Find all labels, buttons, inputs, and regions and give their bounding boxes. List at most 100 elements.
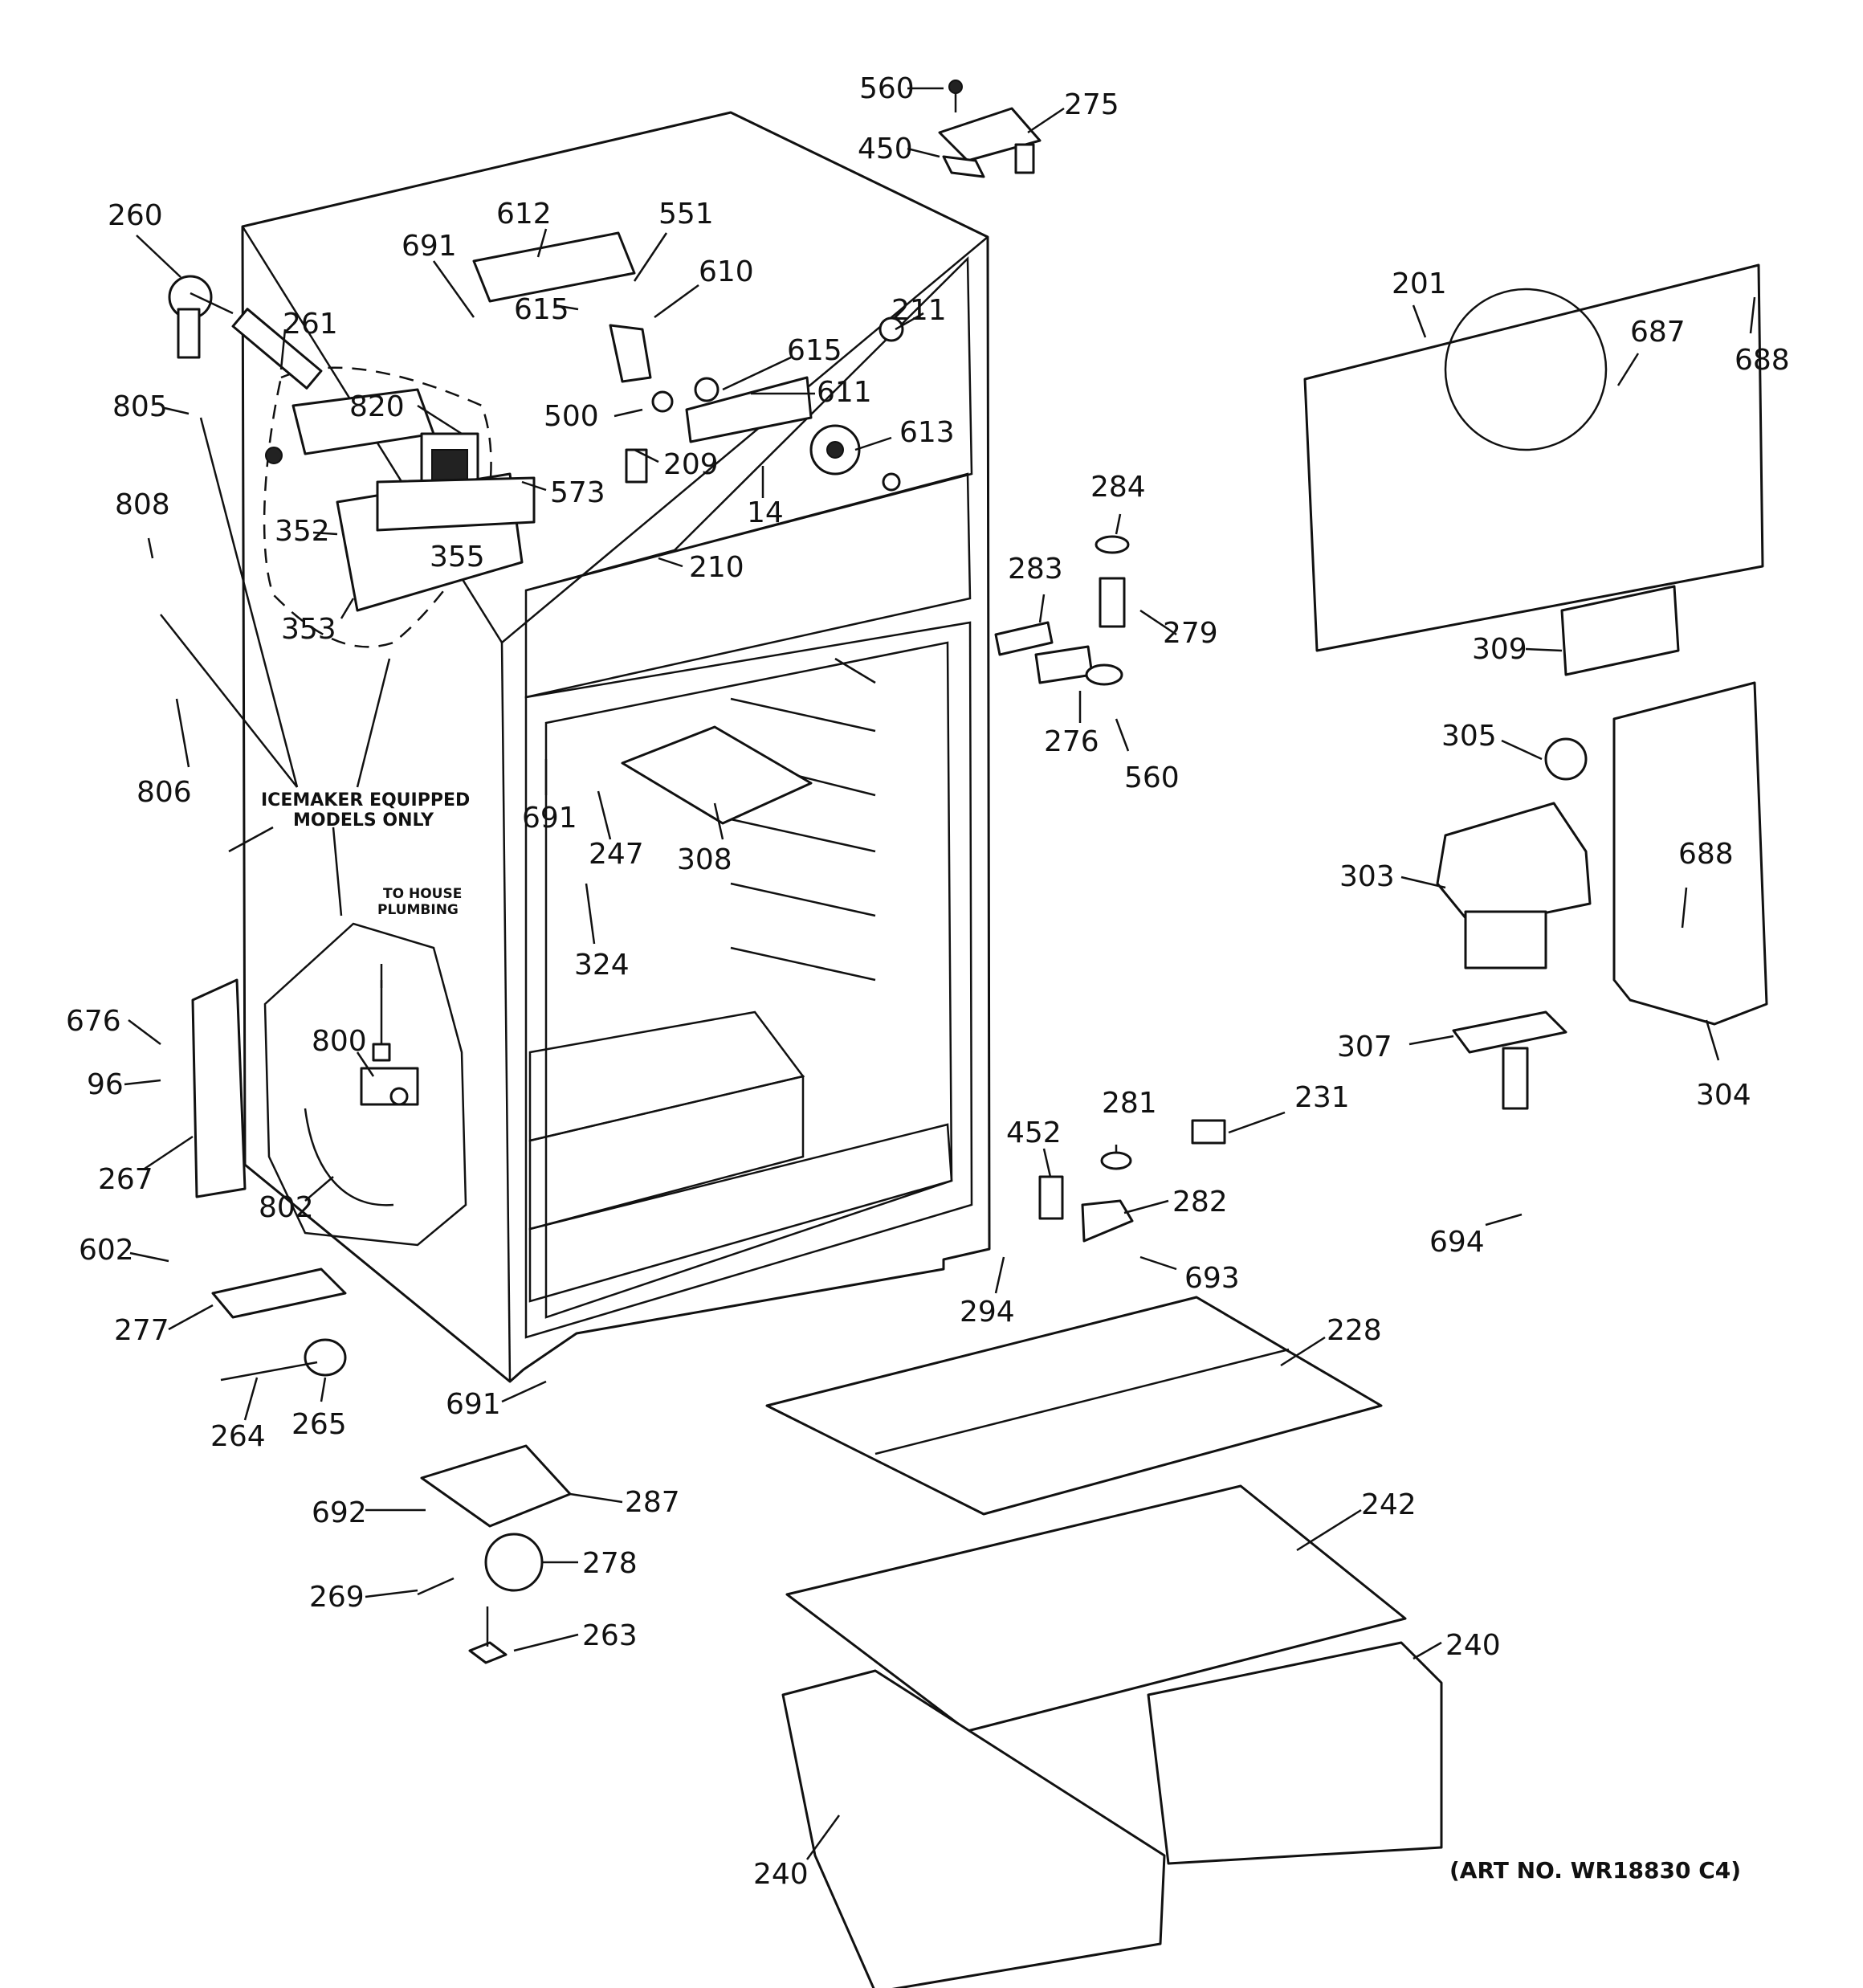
plumbing-note-line2: PLUMBING (377, 902, 459, 918)
callout-59: 691 (446, 1388, 501, 1421)
callout-10: 688 (1735, 344, 1790, 377)
part-307 (1452, 1010, 1567, 1054)
callout-7: 610 (699, 255, 754, 288)
shelf-308 (621, 725, 813, 825)
top-hinge (938, 80, 1042, 178)
callout-34: 560 (1124, 761, 1180, 794)
callout-15: 611 (817, 376, 872, 409)
leveler-plate-287 (420, 1444, 572, 1528)
callout-14: 615 (787, 334, 842, 367)
callout-53: 694 (1429, 1226, 1485, 1259)
callout-9: 201 (1392, 267, 1447, 300)
callout-22: 14 (747, 496, 784, 529)
callout-4: 691 (402, 230, 457, 263)
crisper-drawer-left-240 (781, 1669, 1166, 1988)
callout-57: 277 (114, 1314, 169, 1347)
callout-21: 573 (550, 476, 605, 509)
callout-5: 612 (496, 198, 552, 231)
callout-58: 228 (1327, 1314, 1382, 1347)
cabinet (241, 111, 991, 1383)
callout-56: 294 (960, 1296, 1015, 1329)
callout-54: 693 (1184, 1262, 1240, 1295)
icemaker-note-line1: ICEMAKER EQUIPPED (261, 790, 470, 810)
callout-48: 802 (259, 1191, 314, 1224)
callout-52: 282 (1172, 1186, 1228, 1219)
crisper-cover-242 (785, 1484, 1407, 1733)
callout-27: 283 (1008, 553, 1063, 586)
callout-66: 269 (309, 1581, 365, 1614)
callout-63: 692 (312, 1496, 367, 1529)
callout-30: 353 (281, 613, 336, 646)
icemaker-note-line2: MODELS ONLY (293, 810, 434, 831)
callout-26: 284 (1090, 471, 1146, 504)
callout-55: 602 (79, 1234, 134, 1267)
callout-19: 613 (899, 416, 955, 449)
front-bracket-277 (211, 1268, 347, 1319)
callout-35: 806 (137, 776, 192, 809)
wire-shelf-228 (765, 1296, 1383, 1516)
callout-41: 324 (574, 949, 630, 982)
callout-64: 242 (1361, 1488, 1417, 1521)
bottom-hinge (1038, 1119, 1226, 1243)
center-hinge (994, 535, 1130, 686)
rear-panel-201 (1303, 263, 1764, 652)
callout-25: 355 (430, 541, 485, 574)
callout-37: 247 (589, 838, 644, 871)
callout-12: 261 (283, 308, 338, 341)
wheel-278 (484, 1533, 544, 1592)
callout-46: 304 (1696, 1079, 1751, 1112)
callout-68: 240 (1445, 1629, 1501, 1662)
callout-69: 240 (753, 1858, 809, 1891)
plumbing-note-line1: TO HOUSE (383, 886, 462, 902)
callout-51: 281 (1102, 1087, 1157, 1120)
callout-13: 615 (514, 293, 569, 326)
callout-62: 287 (625, 1486, 680, 1519)
callout-2: 450 (858, 133, 913, 165)
damper-control-303 (1436, 802, 1592, 929)
callout-60: 264 (210, 1420, 266, 1453)
crisper-drawer-right-240 (1147, 1641, 1443, 1865)
art-number: (ART NO. WR18830 C4) (1449, 1857, 1741, 1884)
callout-0: 560 (859, 72, 915, 105)
callout-39: 303 (1339, 860, 1395, 893)
callout-33: 276 (1044, 725, 1099, 758)
callout-16: 805 (112, 390, 168, 423)
callout-67: 263 (582, 1619, 638, 1652)
callout-44: 96 (87, 1068, 124, 1101)
callout-32: 305 (1441, 720, 1497, 753)
callout-40: 688 (1678, 838, 1734, 871)
callout-1: 275 (1064, 88, 1119, 121)
callout-28: 210 (689, 551, 744, 584)
callout-labels: 560 275 450 260 691 612 551 610 211 201 … (66, 72, 1790, 1891)
callout-24: 352 (275, 515, 330, 548)
water-valve-area (263, 922, 467, 1247)
callout-11: 687 (1630, 316, 1686, 349)
callout-45: 307 (1337, 1031, 1392, 1063)
callout-8: 211 (891, 294, 947, 327)
callout-31: 309 (1472, 633, 1527, 666)
panel-309 (1560, 585, 1680, 676)
callout-20: 209 (663, 448, 719, 481)
callout-17: 820 (349, 390, 405, 423)
callout-38: 308 (677, 843, 732, 876)
leveler-263 (468, 1641, 508, 1664)
callout-43: 800 (312, 1025, 367, 1058)
callout-29: 279 (1163, 617, 1218, 650)
callout-47: 267 (98, 1163, 153, 1196)
icemaker-assembly (263, 366, 536, 648)
axle-pin-269 (417, 1577, 455, 1596)
callout-61: 265 (291, 1408, 347, 1441)
bracket-267 (191, 978, 247, 1198)
notes: ICEMAKER EQUIPPED MODELS ONLY TO HOUSE P… (261, 790, 1741, 1884)
callout-18: 500 (544, 400, 599, 433)
fill-tube-260 (168, 275, 234, 359)
callout-36: 691 (522, 802, 577, 835)
callout-6: 551 (658, 198, 714, 231)
callout-3: 260 (108, 199, 163, 232)
roller-265 (304, 1338, 347, 1377)
callout-65: 278 (582, 1547, 638, 1580)
callout-49: 231 (1294, 1081, 1350, 1114)
leader-lines (124, 87, 1756, 1860)
callout-50: 452 (1006, 1116, 1062, 1149)
